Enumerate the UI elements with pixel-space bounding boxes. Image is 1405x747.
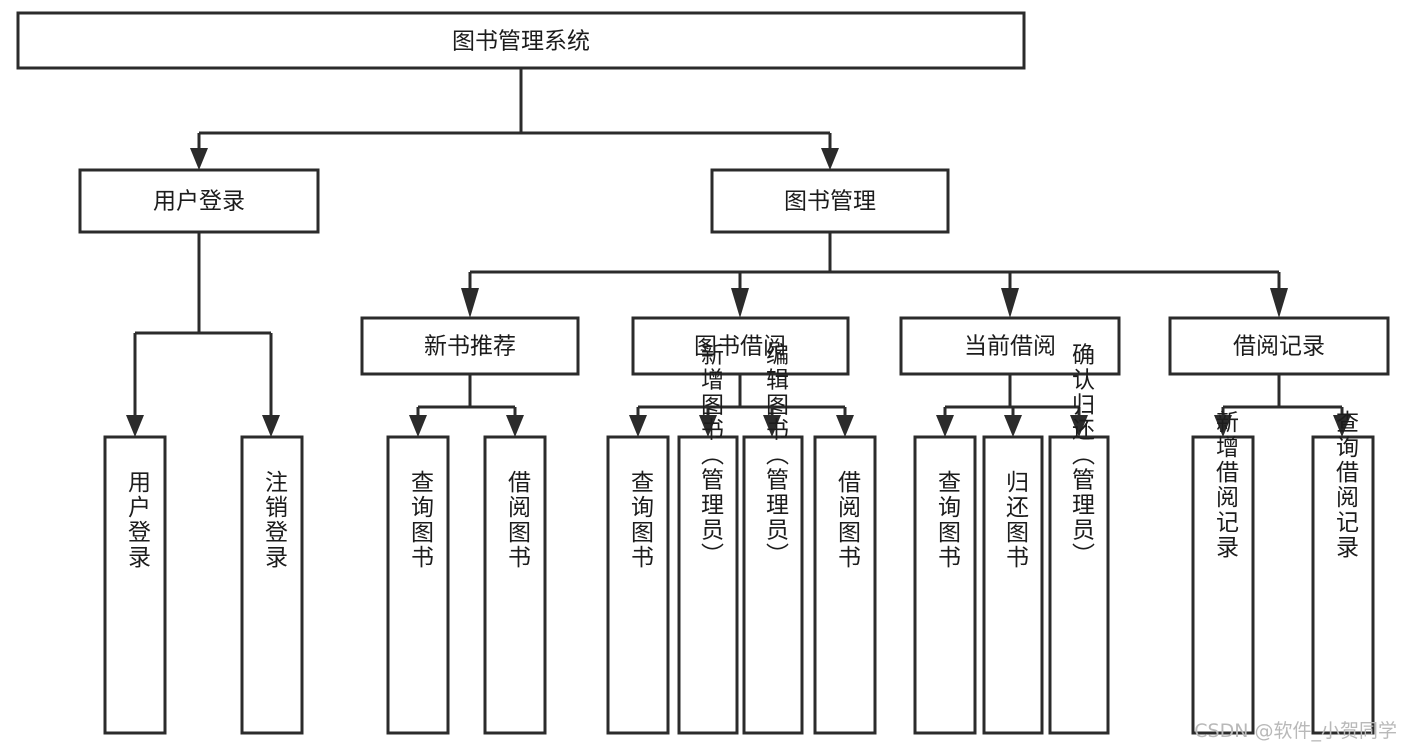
node-current-borrow[interactable]: 当前借阅 xyxy=(899,316,1121,376)
node-leaf-cur-return[interactable]: 归还图书 xyxy=(982,435,1044,735)
node-user-login[interactable]: 用户登录 xyxy=(78,168,320,234)
node-current-borrow-label: 当前借阅 xyxy=(964,334,1056,360)
node-new-book-rec-box[interactable] xyxy=(360,316,580,376)
node-book-manage[interactable]: 图书管理 xyxy=(710,168,950,234)
node-book-manage-label: 图书管理 xyxy=(784,189,876,215)
node-new-book-rec-label: 新书推荐 xyxy=(424,334,516,360)
node-leaf-user-logout[interactable]: 注销登录 xyxy=(240,435,304,735)
arrow-newbook-leaf-2 xyxy=(506,415,524,437)
node-leaf-user-login[interactable]: 用户登录 xyxy=(103,435,167,735)
arrow-currentborrow-leaf-3 xyxy=(1070,415,1088,437)
arrow-bookborrow-leaf-3 xyxy=(763,415,781,437)
arrow-currentborrow-leaf-1 xyxy=(936,415,954,437)
node-root[interactable]: 图书管理系统 xyxy=(16,11,1026,70)
arrow-root-to-user-login xyxy=(190,148,208,170)
arrow-userlogin-leaf-1 xyxy=(126,415,144,437)
node-book-manage-box[interactable] xyxy=(710,168,950,234)
arrow-borrowrecord-leaf-1 xyxy=(1214,415,1232,437)
arrow-bookmanage-to-currentborrow xyxy=(1001,288,1019,318)
node-leaf-rec-query[interactable]: 查询图书 xyxy=(386,435,450,735)
node-leaf-user-login-label: 用户登录 xyxy=(124,470,152,570)
node-leaf-cur-confirm-label: 确认归还（管理员） xyxy=(1068,343,1096,568)
node-leaf-rec-query2[interactable]: 查询借阅记录 xyxy=(1311,410,1375,735)
node-book-borrow[interactable]: 图书借阅 xyxy=(631,316,850,376)
node-leaf-rec-add-box[interactable] xyxy=(1191,435,1255,735)
node-leaf-rec-borrow-box[interactable] xyxy=(483,435,547,735)
node-leaf-borrow-query-box[interactable] xyxy=(606,435,670,735)
node-leaf-borrow-do-box[interactable] xyxy=(813,435,877,735)
arrow-bookmanage-to-newbook xyxy=(461,288,479,318)
node-book-borrow-label: 图书借阅 xyxy=(694,334,786,360)
node-leaf-borrow-edit-box[interactable] xyxy=(742,435,804,735)
node-leaf-borrow-edit[interactable]: 编辑图书（管理员） xyxy=(742,343,804,735)
node-leaf-rec-borrow[interactable]: 借阅图书 xyxy=(483,435,547,735)
arrow-bookmanage-to-borrowrecord xyxy=(1270,288,1288,318)
node-leaf-user-login-box[interactable] xyxy=(103,435,167,735)
arrow-borrowrecord-leaf-2 xyxy=(1333,415,1351,437)
connectors-layer xyxy=(126,68,1351,437)
node-borrow-record[interactable]: 借阅记录 xyxy=(1168,316,1390,376)
arrow-currentborrow-leaf-2 xyxy=(1004,415,1022,437)
node-root-box[interactable] xyxy=(16,11,1026,70)
arrow-root-to-book-manage xyxy=(821,148,839,170)
arrow-bookborrow-leaf-4 xyxy=(836,415,854,437)
node-new-book-rec[interactable]: 新书推荐 xyxy=(360,316,580,376)
node-leaf-borrow-add-box[interactable] xyxy=(677,435,739,735)
node-leaf-cur-query[interactable]: 查询图书 xyxy=(913,435,977,735)
node-user-login-box[interactable] xyxy=(78,168,320,234)
node-leaf-rec-borrow-label: 借阅图书 xyxy=(504,470,532,570)
node-leaf-rec-query-box[interactable] xyxy=(386,435,450,735)
node-leaf-rec-add-label: 新增借阅记录 xyxy=(1212,410,1240,560)
node-leaf-cur-query-label: 查询图书 xyxy=(934,470,962,570)
node-leaf-rec-query2-box[interactable] xyxy=(1311,435,1375,735)
node-user-login-label: 用户登录 xyxy=(153,189,245,215)
node-leaf-borrow-do[interactable]: 借阅图书 xyxy=(813,435,877,735)
arrow-newbook-leaf-1 xyxy=(409,415,427,437)
node-borrow-record-label: 借阅记录 xyxy=(1233,334,1325,360)
node-book-borrow-box[interactable] xyxy=(631,316,850,376)
node-current-borrow-box[interactable] xyxy=(899,316,1121,376)
node-leaf-borrow-do-label: 借阅图书 xyxy=(834,470,862,570)
node-leaf-borrow-query-label: 查询图书 xyxy=(627,470,655,570)
node-leaf-user-logout-label: 注销登录 xyxy=(261,470,289,570)
node-borrow-record-box[interactable] xyxy=(1168,316,1390,376)
node-leaf-borrow-edit-label: 编辑图书（管理员） xyxy=(762,343,790,568)
node-leaf-cur-return-label: 归还图书 xyxy=(1002,470,1030,570)
node-leaf-cur-confirm[interactable]: 确认归还（管理员） xyxy=(1048,343,1110,735)
node-leaf-rec-query-label: 查询图书 xyxy=(407,470,435,570)
node-leaf-cur-query-box[interactable] xyxy=(913,435,977,735)
node-leaf-user-logout-box[interactable] xyxy=(240,435,304,735)
node-leaf-borrow-add-label: 新增图书（管理员） xyxy=(697,343,725,568)
node-leaf-borrow-add[interactable]: 新增图书（管理员） xyxy=(677,343,739,735)
node-leaf-rec-add[interactable]: 新增借阅记录 xyxy=(1191,410,1255,735)
arrow-userlogin-leaf-2 xyxy=(262,415,280,437)
node-leaf-borrow-query[interactable]: 查询图书 xyxy=(606,435,670,735)
node-leaf-cur-return-box[interactable] xyxy=(982,435,1044,735)
node-root-label: 图书管理系统 xyxy=(452,29,590,55)
node-leaf-cur-confirm-box[interactable] xyxy=(1048,435,1110,735)
node-leaf-rec-query2-label: 查询借阅记录 xyxy=(1332,410,1360,560)
arrow-bookborrow-leaf-1 xyxy=(629,415,647,437)
arrow-bookborrow-leaf-2 xyxy=(699,415,717,437)
arrow-bookmanage-to-bookborrow xyxy=(731,288,749,318)
